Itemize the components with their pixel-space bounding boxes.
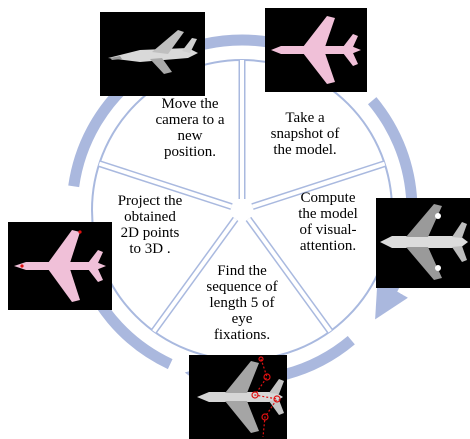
cycle-wedges [91, 59, 393, 361]
wedge-divider-gap-5 [98, 161, 233, 209]
snapshot-view-image [265, 8, 367, 92]
step-move-camera-label: Move the camera to a new position. [155, 96, 225, 160]
wedge-divider-gap-4 [152, 217, 238, 333]
step-compute-attention-label: Compute the model of visual- attention. [298, 190, 358, 254]
fixation-sequence-image [189, 355, 287, 439]
airplane-top-view-pink-points-icon [14, 230, 106, 302]
step-take-snapshot-label: Take a snapshot of the model. [270, 110, 340, 158]
airplane-saliency-map-icon [380, 204, 468, 280]
fixation-path-icon [251, 356, 281, 438]
wedge-divider-gap-2 [251, 161, 386, 209]
airplane-side-view-icon [108, 30, 198, 74]
projected-points-image [8, 222, 112, 310]
airplane-fixations-icon [197, 356, 284, 438]
airplane-top-view-pink-icon [271, 16, 361, 84]
saliency-map-image [376, 198, 470, 288]
step-project-points-label: Project the obtained 2D points to 3D . [117, 193, 183, 257]
camera-view-image [100, 12, 205, 96]
step-find-fixations-label: Find the sequence of length 5 of eye fix… [206, 263, 278, 343]
wedge-divider-gap-3 [246, 217, 332, 333]
